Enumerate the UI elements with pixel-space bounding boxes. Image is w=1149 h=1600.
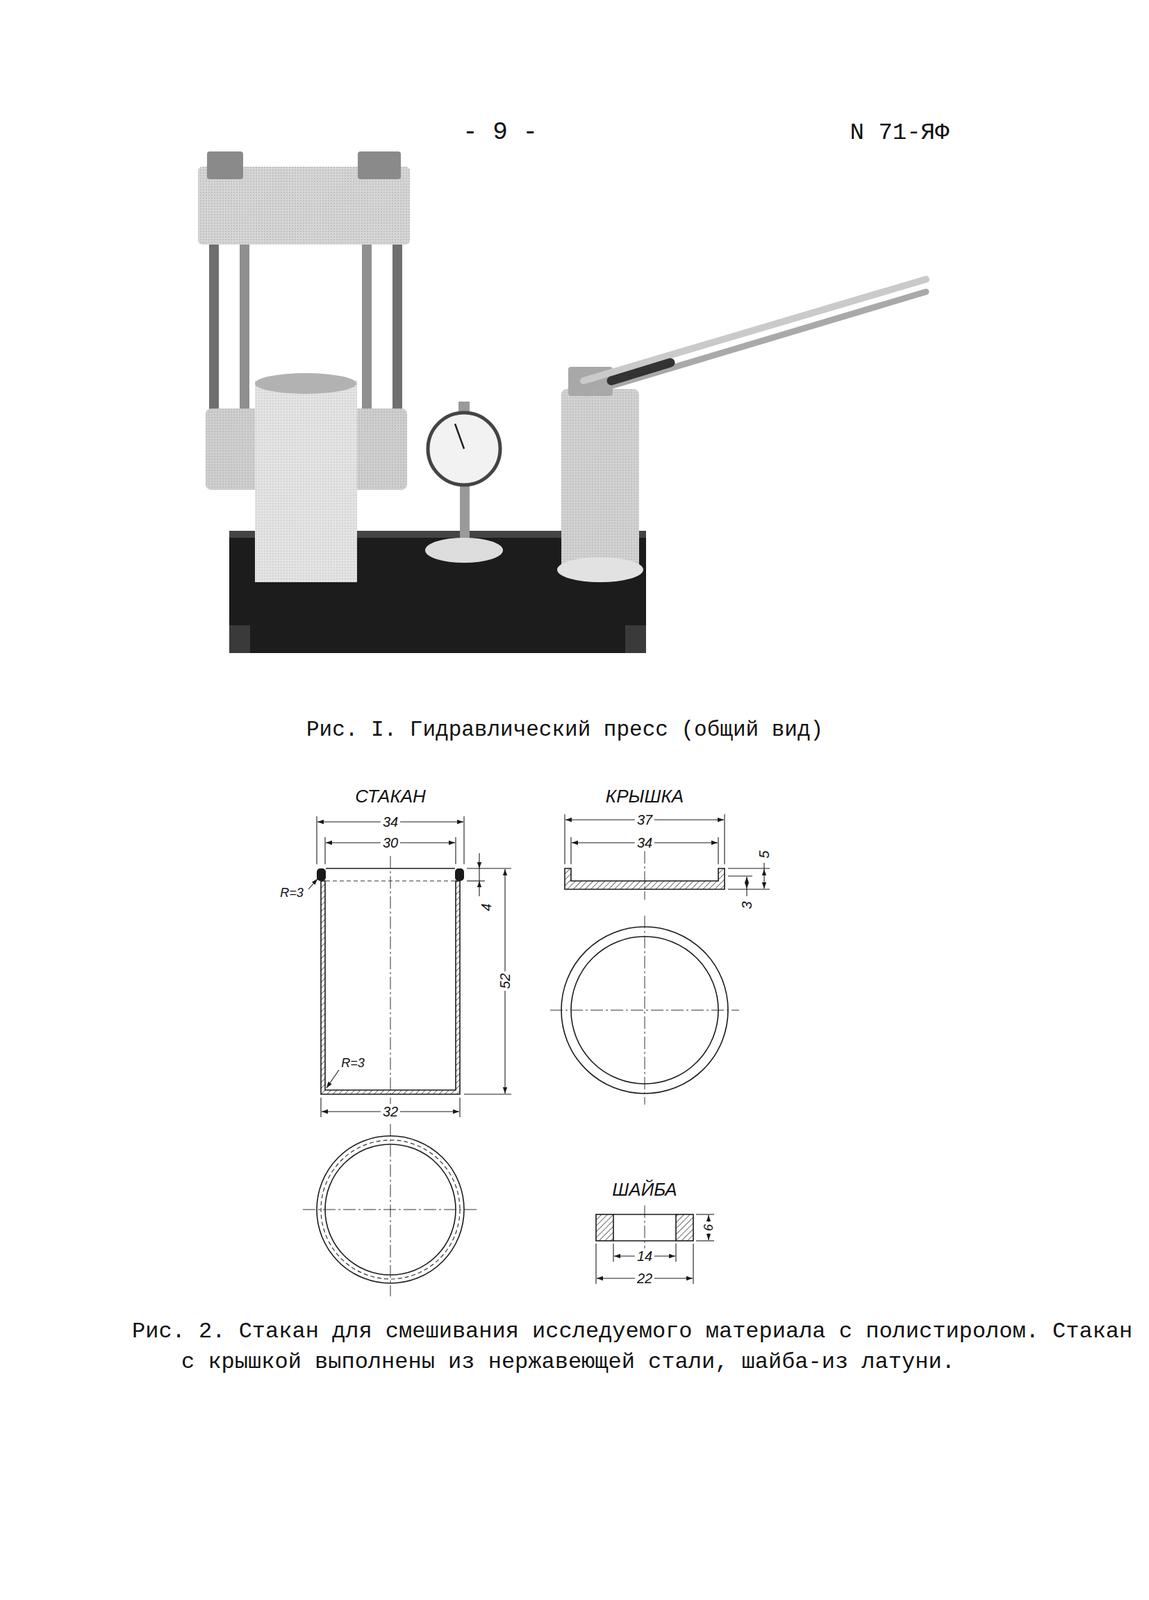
dimension: 3 [739,898,755,911]
radius-note: R=3 [339,1055,367,1070]
dimension: 22 [634,1270,655,1286]
dimension: 14 [634,1248,655,1264]
part-name: КРЫШКА [603,786,686,806]
part-name: ШАЙБА [609,1179,679,1200]
radius-note: R=3 [277,885,306,900]
cup-drawing [302,816,512,1297]
dimension: 32 [380,1103,401,1120]
press-photo [197,151,927,653]
dimension: 37 [634,812,655,828]
page-number: - 9 - [460,119,540,146]
dimension: 52 [497,971,513,991]
figure-caption: Рис. 2. Стакан для смешивания исследуемо… [131,1316,1149,1378]
part-name: СТАКАН [352,786,428,806]
washer-drawing [596,1205,715,1284]
figure-caption: Рис. I. Гидравлический пресс (общий вид) [306,718,824,741]
dimension: 4 [478,900,494,913]
dimension: 30 [380,835,401,851]
lid-drawing [550,814,770,1105]
dimension: 34 [380,814,401,830]
document-code: N 71-ЯФ [848,120,952,146]
dimension: 34 [634,835,655,851]
dimension: 6 [701,1221,716,1234]
dimension: 5 [756,848,772,861]
